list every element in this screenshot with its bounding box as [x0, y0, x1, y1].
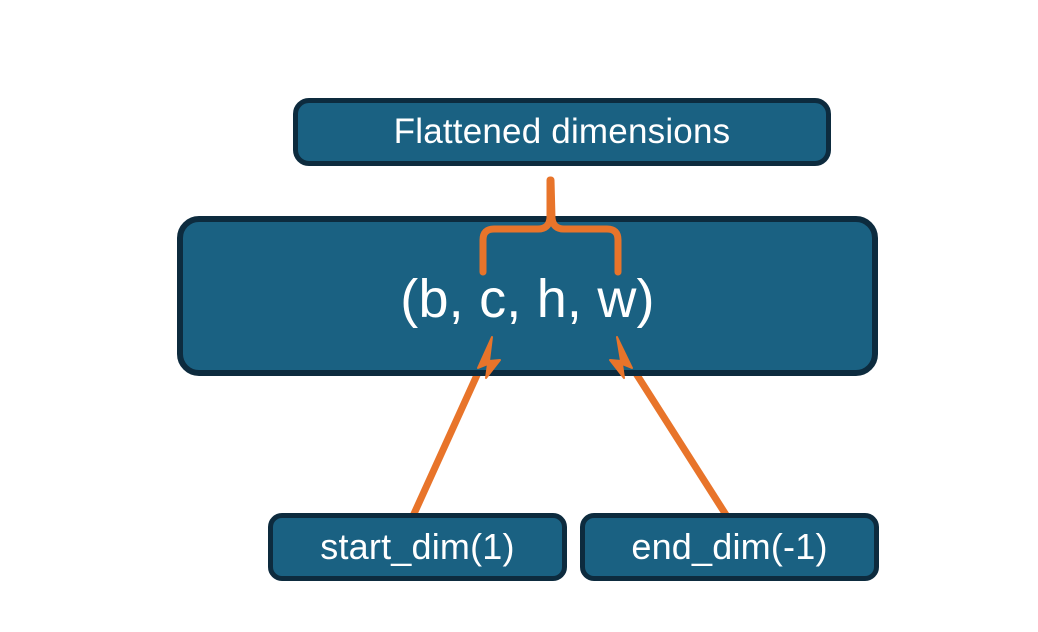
node-tensor-shape-label: (b, c, h, w)	[400, 269, 655, 329]
node-end-dim[interactable]: end_dim(-1)	[580, 513, 879, 581]
node-flattened-dimensions[interactable]: Flattened dimensions	[293, 98, 831, 166]
end-dim-arrow-shaft	[620, 351, 731, 520]
node-start-dim[interactable]: start_dim(1)	[268, 513, 567, 581]
node-end-dim-label: end_dim(-1)	[631, 526, 828, 567]
start-dim-arrow-shaft	[409, 351, 491, 518]
node-flattened-dimensions-label: Flattened dimensions	[393, 112, 731, 151]
node-start-dim-label: start_dim(1)	[320, 526, 515, 567]
node-tensor-shape[interactable]: (b, c, h, w)	[177, 216, 878, 376]
